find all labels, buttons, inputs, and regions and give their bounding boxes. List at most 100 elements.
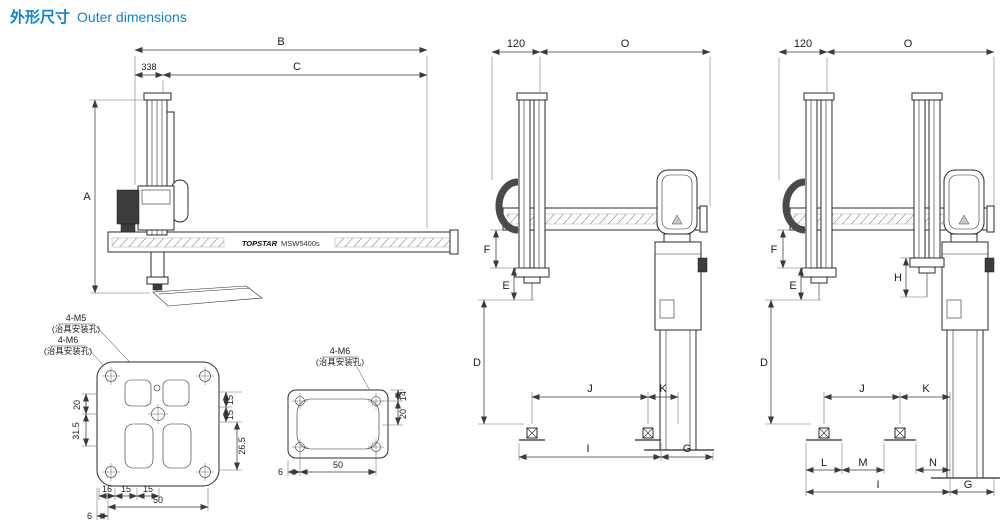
- plate1-m5-sub-label: (治具安装孔): [52, 324, 100, 334]
- title-chinese: 外形尺寸: [10, 9, 71, 26]
- plate2-dim-14: 14: [398, 391, 408, 401]
- anchor-foot-right: [884, 427, 916, 441]
- beam-end-cap: [449, 229, 459, 255]
- arm-1-foot: [801, 267, 837, 278]
- plate1-dim-50: 50: [153, 495, 163, 505]
- plate2-m6-sub-label: (治具安装孔): [316, 357, 364, 367]
- dim-a-label: A: [83, 191, 91, 203]
- side-view: TOPSTAR MSW5400s: [83, 36, 459, 307]
- anchor-foot-right: [635, 427, 661, 441]
- logo-triangle: [958, 214, 970, 225]
- plate1-dim-15a: 15: [121, 484, 131, 494]
- logo-triangle: [671, 214, 683, 225]
- dim-k-label: K: [659, 383, 667, 395]
- vertical-arm-rail-right: [533, 99, 546, 273]
- plate2-body: [287, 389, 389, 459]
- dim-d-label: D: [760, 357, 768, 369]
- plate2-outline: [287, 389, 389, 459]
- dim-l-label: L: [821, 457, 827, 469]
- vertical-arm-2-rail-right: [928, 99, 941, 259]
- dim-o-label: O: [621, 38, 630, 50]
- vertical-arm-1-rail-left: [805, 99, 818, 273]
- front-view-single: 120 O F E D J K I G: [473, 38, 714, 461]
- dim-120-label: 120: [794, 38, 812, 50]
- brand-label: TOPSTAR: [242, 239, 278, 248]
- dim-i-label: I: [876, 479, 879, 491]
- arm-top-cap: [143, 92, 172, 101]
- plate1-m5-label: 4-M5: [66, 313, 87, 323]
- plate1-dim-26-5: 26.5: [237, 437, 247, 455]
- arm-foot: [514, 267, 550, 278]
- plate1-m6-label: 4-M6: [58, 335, 79, 345]
- plate2-dim-50: 50: [333, 460, 343, 470]
- lower-arm-foot: [146, 276, 169, 285]
- plate1-body: [96, 361, 220, 487]
- plate2-dim-20: 20: [398, 409, 408, 419]
- plate1-dim-31-5: 31.5: [71, 422, 81, 440]
- front-single-dimensions: 120 O F E D J K I G: [473, 38, 714, 461]
- arm-2-foot: [909, 257, 945, 268]
- front-single-robot: [495, 92, 714, 451]
- dim-k-label: K: [922, 383, 930, 395]
- vertical-arm-2-rail-left: [913, 99, 926, 259]
- mount-plate-2: 4-M6 (治具安装孔) 14 20 6 50: [278, 346, 408, 477]
- anchor-foot-left: [806, 427, 842, 441]
- dim-m-label: M: [858, 457, 867, 469]
- model-label: MSW5400s: [281, 239, 320, 248]
- front-dual-dimensions: 120 O F E D H J K: [760, 38, 995, 496]
- pedestal-box: [941, 241, 989, 331]
- dim-j-label: J: [587, 383, 593, 395]
- plate1-m6-sub-label: (治具安装孔): [44, 346, 92, 356]
- plate1-dim-16: 16: [102, 484, 112, 494]
- plate1-dimensions: 20 31.5 15 15 26.5 16 15 15: [71, 391, 247, 521]
- vertical-arm-1-rail-right: [820, 99, 833, 273]
- dim-b-label: B: [277, 36, 284, 48]
- pedestal-column: [946, 329, 984, 479]
- dim-o-label: O: [904, 38, 913, 50]
- beam-rack-right: [334, 237, 453, 248]
- beam-end-cap: [986, 205, 995, 233]
- plate2-dim-6: 6: [278, 467, 283, 477]
- plate1-dim-right-15b: 15: [225, 410, 235, 420]
- dim-j-label: J: [859, 383, 865, 395]
- dim-g-label: G: [683, 443, 692, 455]
- cable-loop: [782, 178, 806, 234]
- dim-i-label: I: [586, 443, 589, 455]
- plate1-dim-right-15a: 15: [225, 395, 235, 405]
- lower-arm: [150, 251, 165, 279]
- cable-loop: [495, 178, 519, 234]
- dim-e-label: E: [789, 280, 796, 292]
- dim-120-label: 120: [507, 38, 525, 50]
- plate1-dim-6: 6: [87, 511, 92, 521]
- dim-n-label: N: [929, 457, 937, 469]
- mount-plate-1: 4-M5 (治具安装孔) 4-M6 (治具安装孔): [44, 313, 247, 521]
- carriage-block: [137, 185, 175, 231]
- beam-end-cap: [699, 205, 708, 233]
- anchor-foot-left: [519, 427, 545, 441]
- arm-1-top-cap: [803, 92, 835, 101]
- title-english: Outer dimensions: [77, 9, 187, 25]
- dim-h-label: H: [894, 272, 902, 284]
- pedestal-box: [654, 241, 702, 331]
- page-title: 外形尺寸 Outer dimensions: [10, 6, 187, 27]
- eoat-plate-perspective: [152, 285, 263, 307]
- dim-f-label: F: [771, 244, 778, 256]
- dim-d-label: D: [473, 357, 481, 369]
- plate2-dimensions: 14 20 6 50: [278, 389, 408, 477]
- dim-338-label: 338: [141, 62, 156, 72]
- side-view-dimensions: B 338 C A: [83, 36, 428, 294]
- dim-f-label: F: [484, 244, 491, 256]
- gripper-unit: [116, 189, 140, 225]
- dim-g-label: G: [964, 479, 973, 491]
- plate1-dim-20: 20: [72, 400, 82, 410]
- dim-c-label: C: [293, 61, 301, 73]
- pedestal-neck: [663, 233, 691, 243]
- plate1-dim-15b: 15: [143, 484, 153, 494]
- arm-top-cap: [516, 92, 548, 101]
- front-view-dual: 120 O F E D H J K: [760, 38, 1000, 496]
- vertical-arm-rail-left: [518, 99, 531, 273]
- plate2-m6-label: 4-M6: [330, 346, 351, 356]
- side-view-robot: TOPSTAR MSW5400s: [107, 92, 459, 307]
- beam-rack-left: [111, 237, 225, 248]
